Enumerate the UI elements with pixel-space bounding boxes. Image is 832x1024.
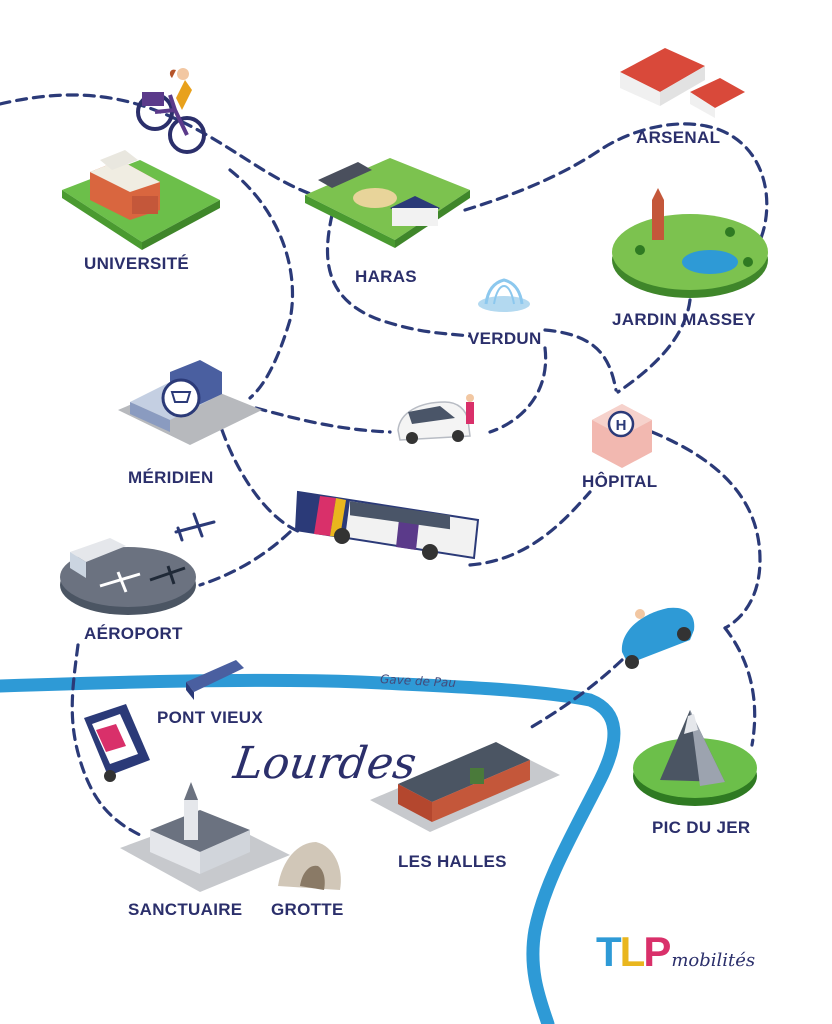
label-sanctuaire: SANCTUAIRE — [128, 900, 243, 919]
label-pont-vieux: PONT VIEUX — [157, 708, 263, 727]
logo-letter-l: L — [619, 928, 646, 975]
hospital-icon: H — [592, 404, 652, 468]
label-verdun: VERDUN — [468, 329, 542, 348]
city-name: Lourdes — [230, 738, 420, 789]
logo-letter-p: P — [643, 928, 671, 975]
university-building-icon — [62, 150, 220, 250]
airplane-icon — [174, 512, 216, 542]
label-universite: UNIVERSITÉ — [84, 254, 190, 273]
label-les-halles: LES HALLES — [398, 852, 507, 871]
car-icon — [397, 394, 474, 444]
shopping-mall-icon — [118, 360, 262, 445]
bridge-icon — [186, 660, 244, 700]
grotto-icon — [278, 842, 341, 890]
church-icon — [120, 782, 290, 892]
bus-icon — [294, 490, 480, 560]
minibus-icon — [84, 704, 150, 782]
mountain-icon — [633, 710, 757, 806]
logo-letter-t: T — [596, 928, 622, 975]
route-lines — [0, 93, 769, 837]
convertible-car-icon — [621, 607, 695, 669]
label-meridien: MÉRIDIEN — [128, 468, 214, 487]
arsenal-building-icon — [620, 48, 745, 118]
park-icon — [612, 188, 768, 298]
market-hall-icon — [370, 742, 560, 832]
label-hopital: HÔPITAL — [582, 472, 658, 491]
label-aeroport: AÉROPORT — [84, 624, 183, 643]
airport-icon — [60, 538, 196, 615]
label-haras: HARAS — [355, 267, 417, 286]
label-jardin-massey: JARDIN MASSEY — [612, 310, 756, 329]
label-grotte: GROTTE — [271, 900, 344, 919]
label-arsenal: ARSENAL — [636, 128, 721, 147]
svg-text:H: H — [616, 417, 627, 434]
fountain-icon — [478, 278, 530, 312]
horse-stable-icon — [305, 158, 470, 248]
cyclist-icon — [136, 68, 206, 154]
river — [0, 673, 621, 1024]
logo-suffix: mobilités — [671, 950, 756, 971]
label-pic-du-jer: PIC DU JER — [652, 818, 751, 837]
